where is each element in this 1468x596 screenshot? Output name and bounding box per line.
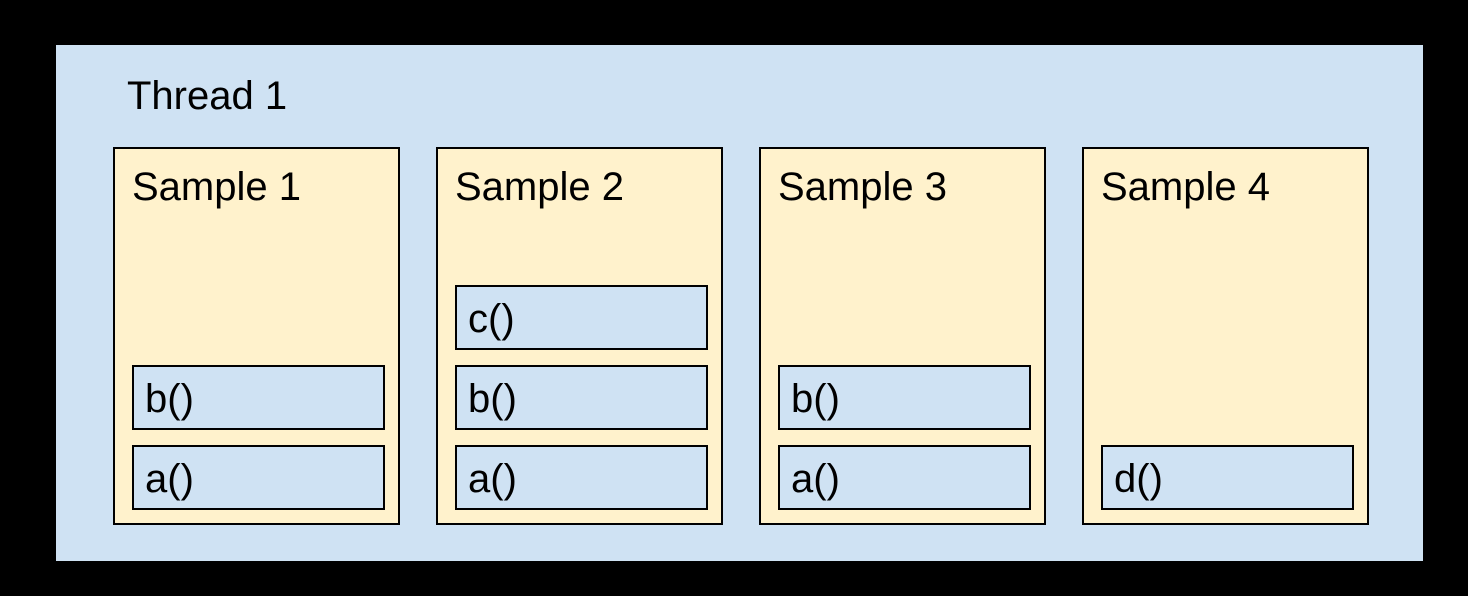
sample-card-4: Sample 4 d() (1082, 147, 1369, 525)
sample-title: Sample 4 (1101, 165, 1270, 209)
stack-frame-c: c() (455, 285, 708, 350)
stack-frame-b: b() (455, 365, 708, 430)
stack-frame-a: a() (132, 445, 385, 510)
card-spacer (1101, 210, 1354, 430)
card-spacer (455, 210, 708, 270)
sample-title: Sample 1 (132, 165, 301, 209)
stack-frame-a: a() (778, 445, 1031, 510)
stack-frame-b: b() (132, 365, 385, 430)
thread-group: Thread 1 Sample 1 b() a() Sample 2 c() b… (56, 45, 1423, 561)
thread-title: Thread 1 (127, 74, 288, 118)
sample-title: Sample 3 (778, 165, 947, 209)
stack-frame-d: d() (1101, 445, 1354, 510)
card-spacer (778, 210, 1031, 350)
samples-row: Sample 1 b() a() Sample 2 c() b() a() Sa… (113, 147, 1369, 525)
card-spacer (132, 210, 385, 350)
sample-card-3: Sample 3 b() a() (759, 147, 1046, 525)
stack-frame-b: b() (778, 365, 1031, 430)
sample-card-1: Sample 1 b() a() (113, 147, 400, 525)
stack-frame-a: a() (455, 445, 708, 510)
sample-card-2: Sample 2 c() b() a() (436, 147, 723, 525)
sample-title: Sample 2 (455, 165, 624, 209)
